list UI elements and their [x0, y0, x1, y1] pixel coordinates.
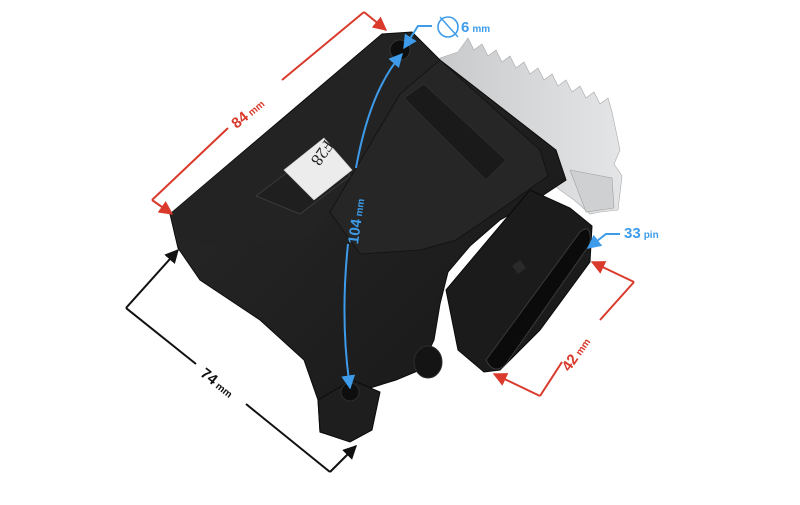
mounting-clip [439, 37, 623, 215]
hole-diameter-leader [403, 16, 459, 50]
dimension-84mm [151, 11, 388, 215]
label-plate [254, 137, 353, 215]
dimension-42mm [492, 261, 635, 397]
dimension-74mm [125, 248, 357, 473]
pin-count-leader [586, 233, 620, 249]
connector-33-pin [445, 189, 593, 373]
diameter-symbol-icon [437, 16, 459, 38]
dimension-104mm [341, 52, 403, 390]
